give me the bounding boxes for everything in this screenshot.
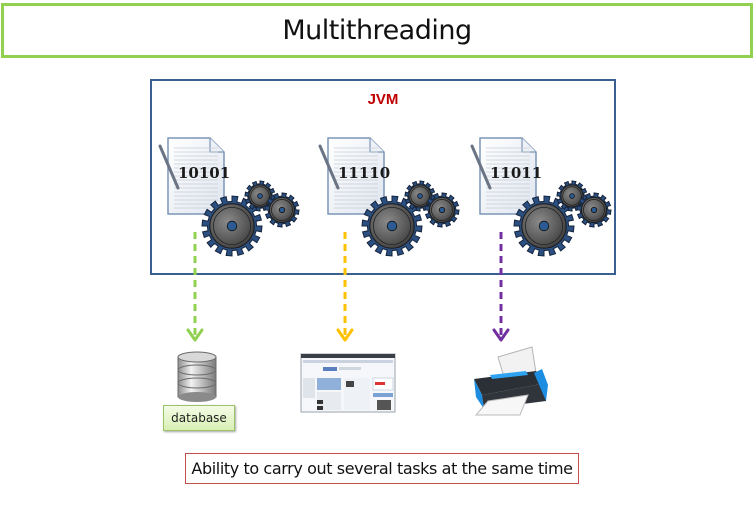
medium-gear-icon <box>424 192 460 228</box>
large-gear-icon <box>361 195 423 257</box>
thread-1: 10101 <box>158 137 300 257</box>
jvm-label: JVM <box>367 91 399 108</box>
thread-3: 11011 <box>470 137 612 257</box>
thread-2: 11110 <box>318 137 460 257</box>
large-gear-icon <box>513 195 575 257</box>
binary-code: 11110 <box>338 164 390 182</box>
database-label: database <box>163 405 235 431</box>
binary-code: 10101 <box>178 164 230 182</box>
code-document-icon: 11011 <box>470 137 542 215</box>
printer-icon <box>474 346 548 416</box>
medium-gear-icon <box>576 192 612 228</box>
database-icon <box>177 351 217 402</box>
large-gear-icon <box>201 195 263 257</box>
code-document-icon: 10101 <box>158 137 230 215</box>
web-browser-icon <box>300 353 396 413</box>
small-gear-icon <box>244 180 276 212</box>
caption-text: Ability to carry out several tasks at th… <box>191 459 573 478</box>
binary-code: 11011 <box>490 164 542 182</box>
code-document-icon: 11110 <box>318 137 390 215</box>
arrow-to-printer <box>492 232 510 342</box>
medium-gear-icon <box>264 192 300 228</box>
page-title: Multithreading <box>282 15 472 46</box>
title-box: Multithreading <box>1 3 753 58</box>
small-gear-icon <box>556 180 588 212</box>
arrow-to-web-browser <box>336 232 354 342</box>
arrow-to-database <box>186 232 204 342</box>
caption-box: Ability to carry out several tasks at th… <box>185 453 579 484</box>
